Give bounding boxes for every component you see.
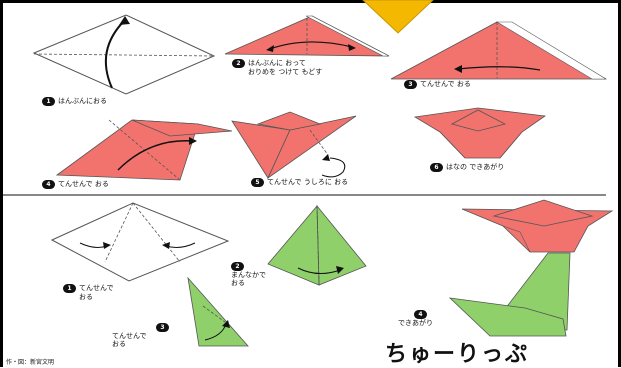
step4-diagram: [55, 119, 233, 181]
stem-step3-label: 3 てんせんで おる: [112, 323, 169, 348]
step1-text: はんぶんにおる: [58, 97, 107, 105]
step2-number: 2: [232, 59, 245, 68]
step3-number: 3: [404, 80, 417, 89]
step3-label: 3 てんせんで おる: [404, 80, 471, 89]
step6-text: はなの できあがり: [446, 163, 505, 171]
step5-label: 5 てんせんで うしろに おる: [251, 178, 348, 187]
stem-step2-number: 2: [231, 262, 244, 271]
stem-step1-diagram: [50, 202, 230, 282]
stem-step3-number: 3: [156, 323, 169, 332]
step6-label: 6 はなの できあがり: [430, 163, 504, 172]
step2-label: 2 はんぶんに おって おりめを つけて もどす: [232, 59, 322, 77]
step2-diagram: [224, 15, 390, 57]
stem-step1-text-line1: てんせんで: [79, 284, 114, 292]
credit-text: 作・図：新宮文明: [6, 359, 55, 366]
step1-diagram: [32, 14, 216, 95]
stem-step2-diagram: [267, 204, 367, 286]
stem-step2-label: 2 まんなかで おる: [231, 262, 266, 287]
step6-diagram: [413, 107, 547, 159]
finished-tulip: [448, 199, 614, 337]
step3-diagram: [390, 21, 608, 80]
stem-step3-text-line2: おる: [112, 340, 126, 348]
stem-step2-text-line1: まんなかで: [231, 271, 266, 279]
step4-text: てんせんで おる: [58, 180, 109, 188]
stem-step4-text: できあがり: [398, 319, 433, 327]
stem-step1-label: 1 てんせんで おる: [63, 284, 114, 302]
step4-label: 4 てんせんで おる: [42, 180, 109, 189]
step5-number: 5: [251, 178, 264, 187]
step5-diagram: [231, 111, 357, 180]
stem-step4-number: 4: [414, 310, 427, 319]
step2-text-line2: おりめを つけて もどす: [248, 68, 323, 76]
top-badge: [362, 0, 434, 34]
stem-step3-diagram: [187, 276, 249, 347]
stem-step3-text-line1: てんせんで: [112, 332, 147, 340]
step6-number: 6: [430, 163, 443, 172]
stem-step1-text-line2: おる: [79, 293, 93, 301]
step1-label: 1 はんぶんにおる: [42, 97, 107, 106]
stem-step4-label: 4 できあがり: [398, 310, 433, 327]
stem-step2-text-line2: おる: [231, 279, 245, 287]
step5-text: てんせんで うしろに おる: [267, 178, 349, 186]
step1-number: 1: [42, 97, 55, 106]
step4-number: 4: [42, 180, 55, 189]
step3-text: てんせんで おる: [420, 80, 471, 88]
step2-text-line1: はんぶんに おって: [248, 59, 306, 67]
page-title: ちゅーりっぷ: [385, 342, 530, 367]
stem-step1-number: 1: [63, 284, 76, 293]
